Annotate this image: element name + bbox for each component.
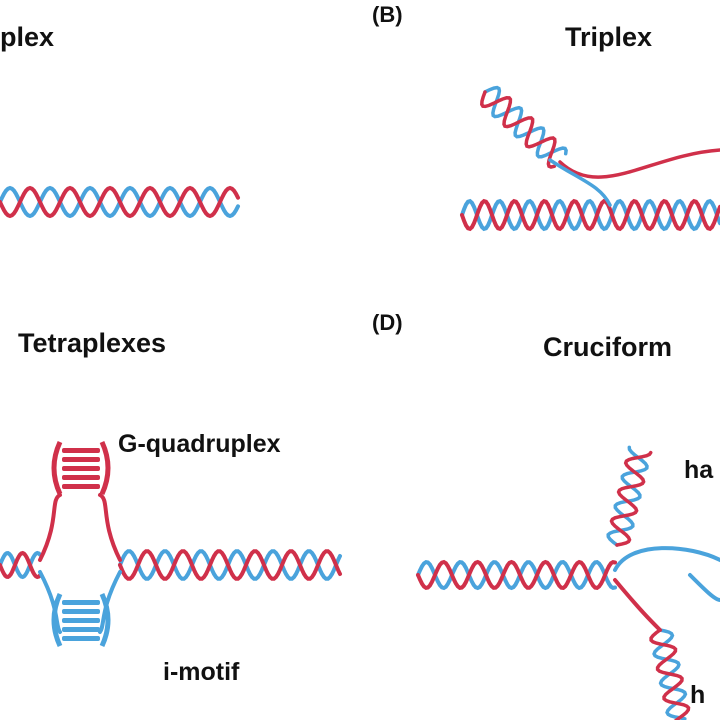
hairpin-bottom-label: h xyxy=(690,681,706,709)
panel-d-left-arm-blue-strand xyxy=(416,559,617,591)
panel-a-title: plex xyxy=(0,22,55,52)
panel-d-letter: (D) xyxy=(372,310,403,335)
panel-c-blue-bridge-right xyxy=(98,570,122,634)
panel-d-top-hairpin-red-strand xyxy=(609,450,653,547)
panel-d-junction-red xyxy=(613,578,662,632)
i-motif-plate xyxy=(62,618,100,623)
g-quadruplex-loop-right xyxy=(99,440,111,496)
panel-b-duplex-red-strand xyxy=(460,198,720,232)
i-motif-loop-left xyxy=(51,592,63,648)
i-motif-plate xyxy=(62,627,100,632)
panel-b-third-strand-red xyxy=(558,148,720,179)
panel-d-left-arm-red-strand xyxy=(416,559,617,591)
g-quadruplex-plate xyxy=(62,448,100,453)
g-quadruplex-plate xyxy=(62,457,100,462)
panel-d-right-arm xyxy=(688,573,720,602)
panel-c-left-duplex-blue-strand xyxy=(0,550,42,580)
panel-b-third-strand-blue xyxy=(548,158,612,207)
panel-c-left-duplex-red-strand xyxy=(0,550,42,580)
panel-d-junction-blue xyxy=(613,546,720,572)
panel-b-letter: (B) xyxy=(372,2,403,27)
i-motif-plate xyxy=(62,609,100,614)
panel-d-bottom-hairpin-red-strand xyxy=(649,628,691,720)
panel-c-title: Tetraplexes xyxy=(18,328,167,358)
panel-b-third-strand-helix-blue-strand xyxy=(483,85,568,159)
panel-b-title: Triplex xyxy=(565,22,653,52)
panel-c-red-bridge-left xyxy=(38,493,62,562)
panel-c-red-bridge-right xyxy=(98,493,122,562)
g-quadruplex-plate xyxy=(62,475,100,480)
panel-b-third-strand-helix-red-strand xyxy=(480,90,557,169)
panel-c-right-duplex-red-strand xyxy=(118,549,342,581)
g-quadruplex-loop-left xyxy=(51,440,63,496)
panel-a-duplex-red-strand xyxy=(0,185,240,219)
i-motif-plate xyxy=(62,600,100,605)
panel-b-duplex-blue-strand xyxy=(460,198,720,232)
i-motif-label: i-motif xyxy=(163,658,240,686)
panel-d-top-hairpin-blue-strand xyxy=(606,445,649,547)
hairpin-top-label: ha xyxy=(684,456,714,484)
g-quadruplex-plate xyxy=(62,466,100,471)
i-motif-plate xyxy=(62,636,100,641)
g-quadruplex-label: G-quadruplex xyxy=(118,430,281,458)
i-motif-loop-right xyxy=(99,592,111,648)
panel-d-title: Cruciform xyxy=(543,332,673,362)
g-quadruplex-plate xyxy=(62,484,100,489)
